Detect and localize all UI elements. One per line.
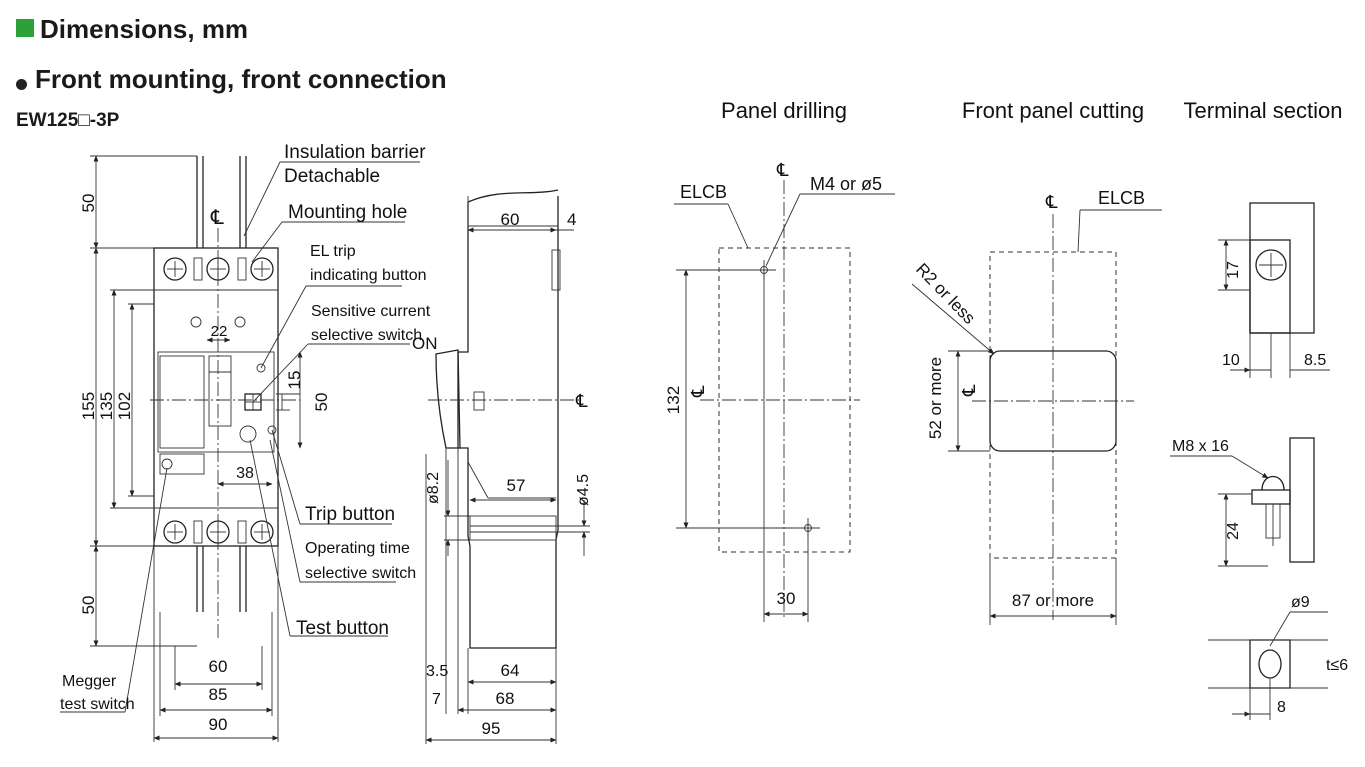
front-panel-cutting: Front panel cutting ℄ ℄ ELCB R2 or less … xyxy=(911,98,1162,625)
side-dim-57: 57 xyxy=(507,476,526,495)
callout-on: ON xyxy=(412,334,438,353)
terminal-screw-icon xyxy=(1255,249,1287,281)
callout-trip-button: Trip button xyxy=(305,504,395,525)
callout-sensitive-2: selective switch xyxy=(311,327,422,344)
side-dim-68: 68 xyxy=(496,689,515,708)
title-panel-drilling: Panel drilling xyxy=(721,98,847,123)
callout-test-button: Test button xyxy=(296,618,389,639)
centerline-symbol-fpc: ℄ xyxy=(1045,192,1058,212)
dim-50-mid: 50 xyxy=(312,393,331,412)
pd-dim-30: 30 xyxy=(777,589,796,608)
bottom-terminals xyxy=(163,520,274,544)
model-label: EW125□-3P xyxy=(16,110,120,131)
side-dim-7: 7 xyxy=(432,691,441,708)
ts-dim-17: 17 xyxy=(1225,261,1242,279)
ts-dim-8-5: 8.5 xyxy=(1304,352,1326,369)
front-view: ℄ 50 155 135 102 50 15 50 22 38 xyxy=(60,142,438,742)
dim-15: 15 xyxy=(285,371,304,390)
mounting-hole-icon xyxy=(190,316,202,328)
dim-top-50: 50 xyxy=(79,194,98,213)
section-subtitle: Front mounting, front connection xyxy=(35,64,447,94)
terminal-bar xyxy=(1251,489,1291,505)
dim-bottom-50: 50 xyxy=(79,596,98,615)
green-square-icon xyxy=(16,19,34,37)
top-terminals xyxy=(163,257,274,281)
dim-38: 38 xyxy=(236,465,254,482)
centerline-symbol-pd-h: ℄ xyxy=(688,385,708,398)
fpc-elcb-label: ELCB xyxy=(1098,188,1145,208)
terminal-section: Terminal section 17 10 8.5 M8 x 16 24 xyxy=(1170,98,1348,720)
ts-screw-label: M8 x 16 xyxy=(1172,438,1229,455)
nameplate-window xyxy=(159,355,205,449)
ts-dim-t6: t≤6 xyxy=(1326,657,1348,674)
dim-155: 155 xyxy=(79,392,98,420)
side-body xyxy=(457,196,559,649)
trip-button xyxy=(267,425,277,435)
ts-dim-8: 8 xyxy=(1277,699,1286,716)
callout-megger: Megger xyxy=(62,673,117,690)
bullet-icon xyxy=(16,79,27,90)
ts-dim-24: 24 xyxy=(1225,522,1242,540)
mounting-hole-icon xyxy=(234,316,246,328)
terminal-hole-icon xyxy=(1258,649,1282,679)
centerline-symbol: ℄ xyxy=(210,207,224,229)
megger-switch xyxy=(161,458,173,470)
handle xyxy=(208,355,232,427)
el-trip-indicator xyxy=(256,363,266,373)
test-button xyxy=(239,425,257,443)
callout-operating: Operating time xyxy=(305,540,410,557)
side-dim-d8-2: ø8.2 xyxy=(425,472,442,504)
callout-el-trip-2: indicating button xyxy=(310,267,427,284)
side-handle xyxy=(435,349,461,449)
fpc-dim-87: 87 or more xyxy=(1012,591,1094,610)
terminal-block-hatched xyxy=(1249,202,1315,334)
pd-elcb-label: ELCB xyxy=(680,182,727,202)
terminal-wall-hatched xyxy=(1289,437,1315,563)
title-front-panel-cutting: Front panel cutting xyxy=(962,98,1144,123)
dim-22: 22 xyxy=(211,323,228,340)
side-dim-3-5: 3.5 xyxy=(426,663,448,680)
callout-operating-2: selective switch xyxy=(305,565,416,582)
centerline-symbol-fpc-h: ℄ xyxy=(959,384,979,397)
dim-102: 102 xyxy=(115,392,134,420)
callout-sensitive: Sensitive current xyxy=(311,303,431,320)
side-dim-60: 60 xyxy=(501,210,520,229)
ts-dim-10: 10 xyxy=(1222,352,1240,369)
callout-megger-2: test switch xyxy=(60,696,135,713)
dim-135: 135 xyxy=(97,392,116,420)
breaker-body xyxy=(153,247,279,547)
dim-85: 85 xyxy=(209,685,228,704)
pd-dim-132: 132 xyxy=(664,386,683,414)
title-terminal-section: Terminal section xyxy=(1184,98,1343,123)
dim-90: 90 xyxy=(209,715,228,734)
side-dim-d4-5: ø4.5 xyxy=(575,474,592,506)
side-view: ℄ 60 4 57 ø8.2 ø4.5 64 3.5 68 7 95 xyxy=(425,189,592,744)
side-dim-95: 95 xyxy=(482,719,501,738)
callout-el-trip: EL trip xyxy=(310,243,356,260)
page-title: Dimensions, mm xyxy=(40,14,249,44)
callout-detachable: Detachable xyxy=(284,166,380,187)
fpc-dim-52: 52 or more xyxy=(926,357,945,439)
centerline-symbol-side: ℄ xyxy=(575,391,588,411)
callout-mounting-hole: Mounting hole xyxy=(288,202,407,223)
pd-hole-label: M4 or ø5 xyxy=(810,174,882,194)
fpc-radius-label: R2 or less xyxy=(912,260,979,328)
panel-drilling: Panel drilling ℄ ℄ 132 30 ELCB M4 or ø5 xyxy=(664,98,895,622)
ts-dim-d9: ø9 xyxy=(1291,594,1310,611)
side-dim-4: 4 xyxy=(567,210,576,229)
dim-60: 60 xyxy=(209,657,228,676)
centerline-symbol-pd: ℄ xyxy=(776,160,789,180)
side-dim-64: 64 xyxy=(501,661,520,680)
callout-insulation-barrier: Insulation barrier xyxy=(284,142,426,163)
